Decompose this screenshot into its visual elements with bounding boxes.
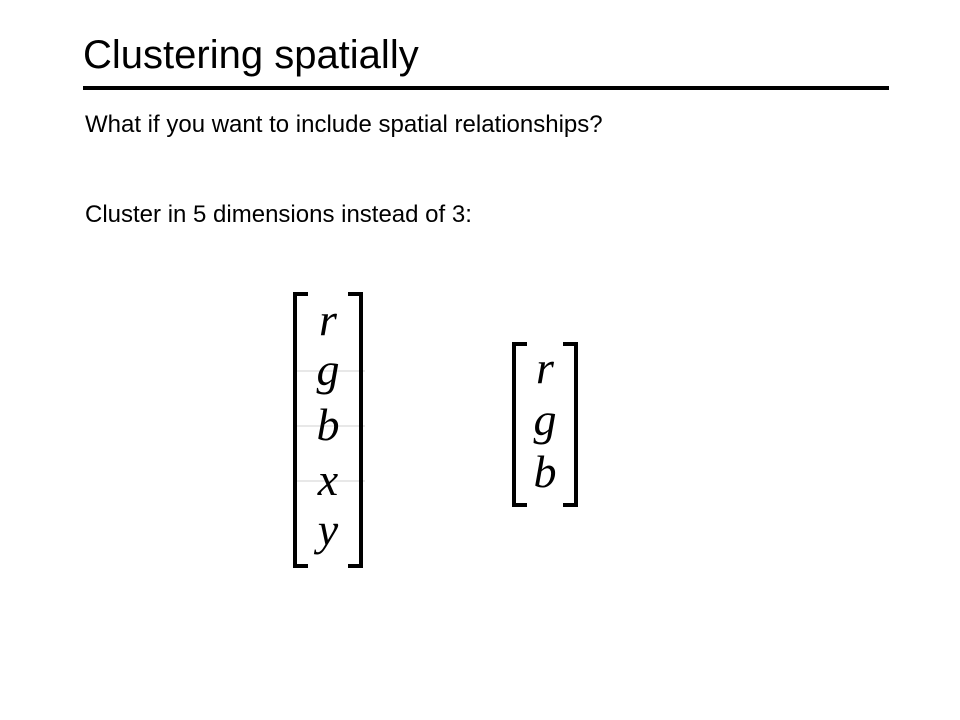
entry-y: y [314,504,339,555]
entry-x: x [317,454,339,505]
entry-b: b [534,446,557,497]
entry-r: r [536,342,555,393]
question-text: What if you want to include spatial rela… [85,111,603,138]
right-bracket [563,342,578,507]
vector-5d: r g b x y [289,289,371,573]
entry-g: g [534,394,557,445]
left-bracket [293,292,308,568]
slide-title: Clustering spatially [83,33,419,77]
entry-b: b [317,399,340,450]
title-underline [83,86,889,90]
entry-r: r [319,294,338,345]
instruction-text: Cluster in 5 dimensions instead of 3: [85,201,472,228]
right-bracket [348,292,363,568]
left-bracket [512,342,527,507]
vector-3d: r g b [508,339,584,511]
entry-g: g [317,344,340,395]
